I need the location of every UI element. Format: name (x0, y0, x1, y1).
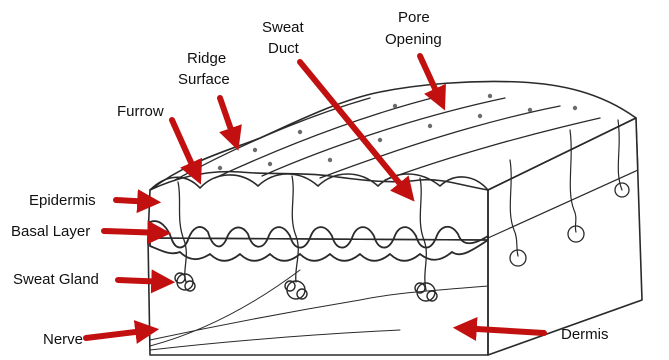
label-nerve: Nerve (43, 331, 83, 348)
skin-block (148, 81, 642, 355)
label-pore-line2: Opening (385, 31, 442, 48)
arrow-nerve (86, 330, 152, 338)
label-basal-layer: Basal Layer (11, 223, 90, 240)
label-pore-line1: Pore (398, 9, 430, 26)
arrow-sweat-duct (300, 62, 410, 196)
arrow-epidermis (116, 200, 154, 202)
label-sweat-duct-line1: Sweat (262, 19, 305, 36)
label-epidermis: Epidermis (29, 192, 96, 209)
label-sweat-duct-line2: Duct (268, 40, 300, 57)
arrow-sweat-gland (118, 280, 168, 282)
arrow-dermis (460, 328, 544, 333)
label-ridge-line1: Ridge (187, 50, 226, 67)
label-ridge-line2: Surface (178, 71, 230, 88)
arrow-pore-opening (420, 56, 442, 104)
basal-layer-band (150, 221, 488, 261)
gland-coil-1 (175, 273, 195, 291)
gland-coil-2 (285, 281, 307, 299)
epidermis-front (148, 174, 488, 240)
arrow-ridge-surface (220, 98, 236, 144)
pointer-arrows (86, 56, 544, 338)
labels: Furrow Ridge Surface Sweat Duct Pore Ope… (11, 9, 609, 348)
arrow-basal-layer (104, 231, 164, 233)
label-furrow: Furrow (117, 103, 164, 120)
label-dermis: Dermis (561, 326, 609, 343)
label-sweat-gland: Sweat Gland (13, 271, 99, 288)
arrow-furrow (172, 120, 198, 178)
